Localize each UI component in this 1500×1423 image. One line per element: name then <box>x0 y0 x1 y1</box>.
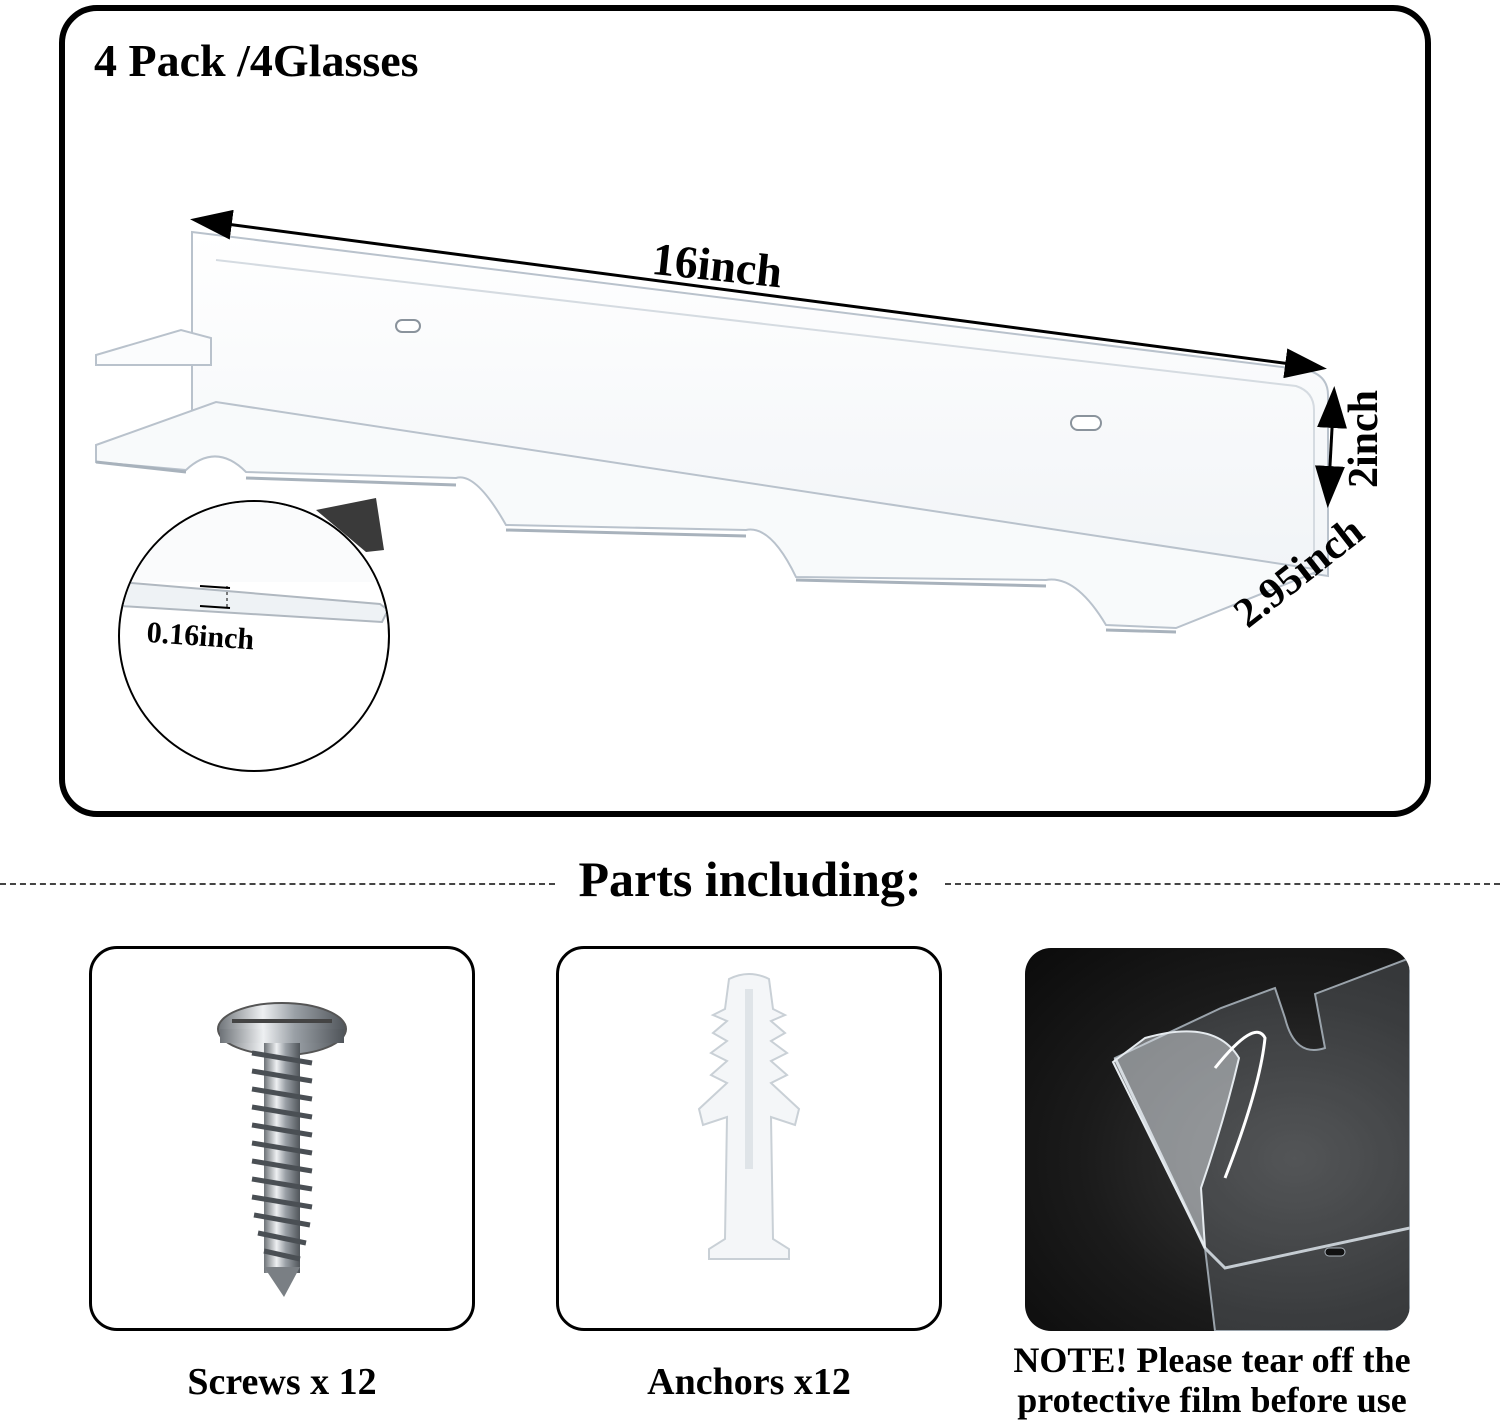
parts-heading: Parts including: <box>578 851 922 907</box>
mount-hole-right <box>1070 415 1102 431</box>
anchors-caption: Anchors x12 <box>647 1361 851 1403</box>
height-arrow <box>1314 386 1348 508</box>
height-label: 2inch <box>1341 390 1387 489</box>
thickness-zoom-circle <box>118 500 390 772</box>
mount-hole-left <box>395 319 421 333</box>
protective-film-icon <box>1111 956 1410 1331</box>
divider-right <box>945 883 1500 885</box>
protective-film-note: NOTE! Please tear off the protective fil… <box>962 1340 1462 1420</box>
divider-left <box>0 883 555 885</box>
length-arrow <box>190 209 1327 379</box>
anchors-card <box>556 946 942 1331</box>
pack-title: 4 Pack /4Glasses <box>94 35 419 86</box>
screw-icon <box>217 1002 347 1297</box>
screws-caption: Screws x 12 <box>187 1361 377 1403</box>
acrylic-shelf-illustration <box>95 209 1348 634</box>
note-line-2: protective film before use <box>1017 1380 1407 1420</box>
protective-film-card <box>1025 948 1410 1331</box>
note-line-1: NOTE! Please tear off the <box>1013 1340 1411 1380</box>
wall-anchor-icon <box>697 973 801 1260</box>
screws-card <box>89 946 475 1331</box>
shelf-bottom-ledge <box>95 400 1325 630</box>
